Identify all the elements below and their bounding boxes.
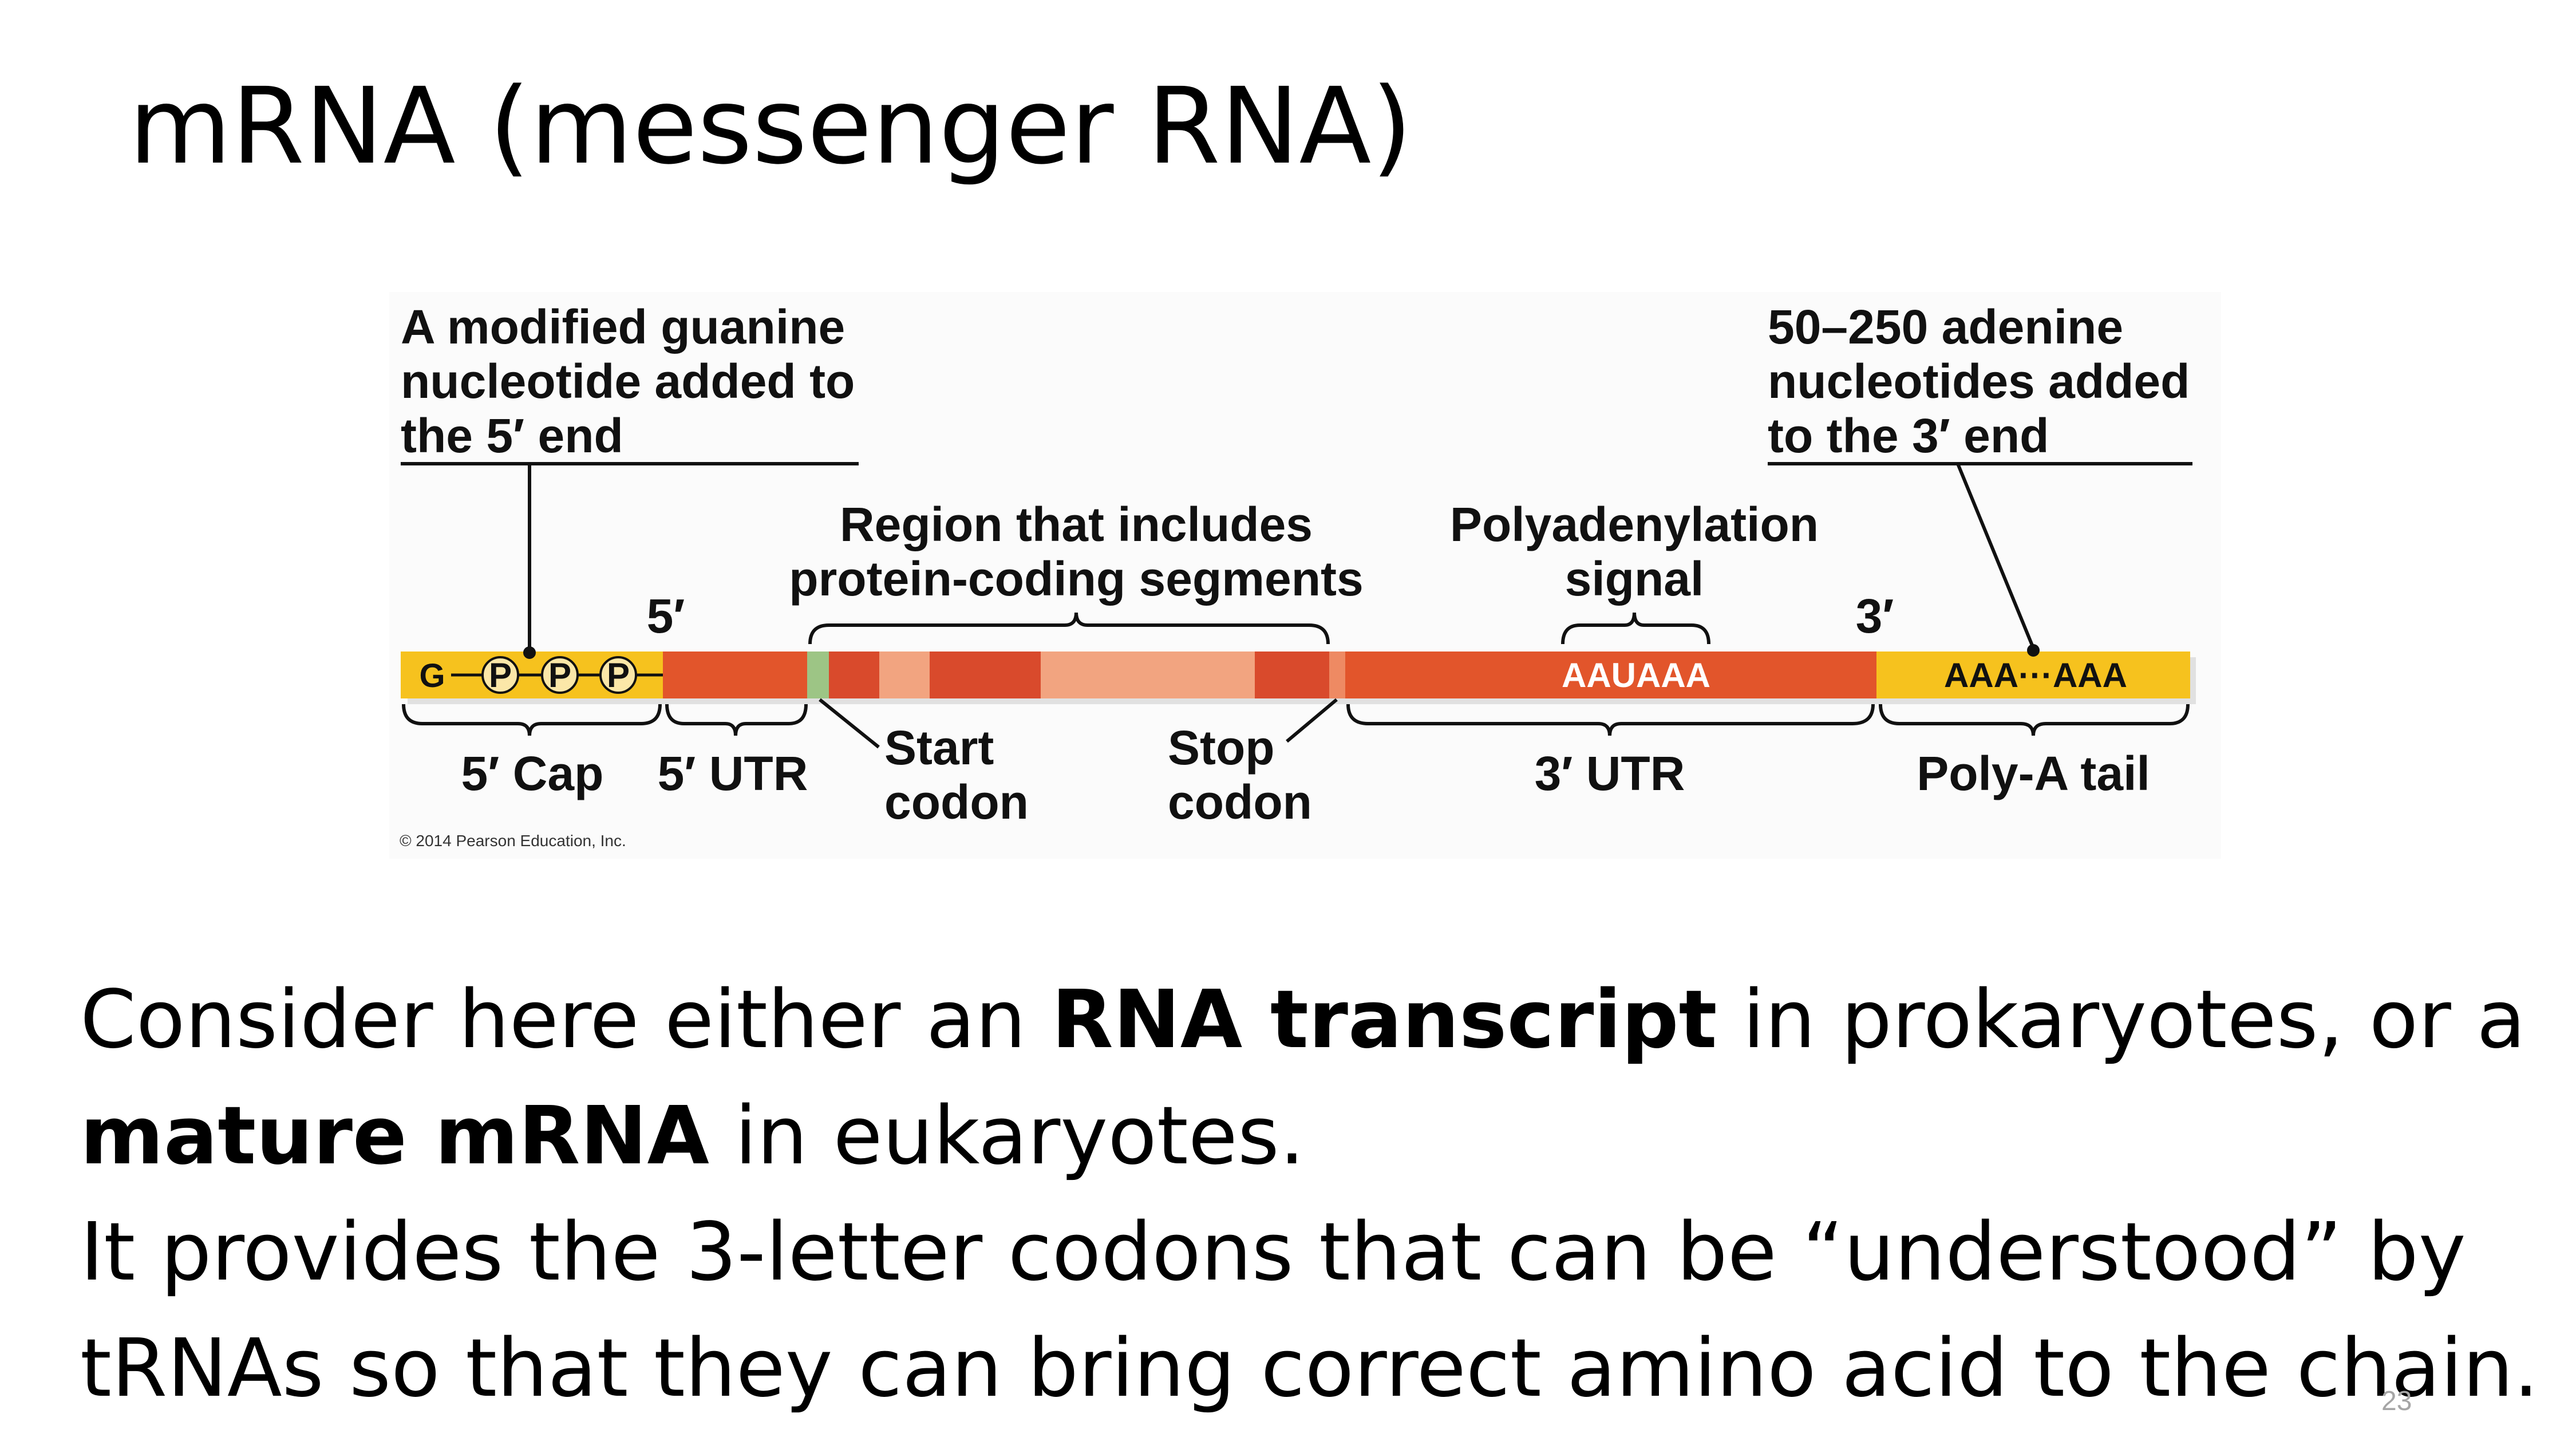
phosphate-1-icon bbox=[481, 656, 519, 694]
three-prime-label: 3′ bbox=[1856, 589, 1894, 643]
cap-annotation-line2: nucleotide added to bbox=[401, 354, 855, 408]
stop-codon-pointer bbox=[1286, 698, 1338, 743]
cap-brace bbox=[402, 704, 662, 736]
rna-transcript-term: RNA transcript bbox=[1051, 973, 1717, 1067]
polya-tail-brace bbox=[1879, 704, 2190, 736]
cap-annotation-line3: the 5′ end bbox=[401, 409, 623, 463]
bottom-braces bbox=[402, 704, 2190, 736]
tail-annotation: 50–250 adenine nucleotides added to the … bbox=[1768, 300, 2192, 649]
coding-region-label-line1: Region that includes bbox=[840, 498, 1313, 551]
mrna-bar bbox=[401, 652, 2196, 704]
tail-annotation-pointer bbox=[1956, 463, 2035, 649]
utr3-segment bbox=[1345, 652, 1876, 698]
utr5-brace bbox=[665, 704, 808, 736]
slide-title: mRNA (messenger RNA) bbox=[129, 65, 1413, 188]
mature-mrna-term: mature mRNA bbox=[80, 1089, 709, 1183]
cap-annotation-line1: A modified guanine bbox=[401, 300, 845, 354]
coding-region-brace bbox=[808, 612, 1330, 645]
body-line-1: Consider here either an RNA transcript i… bbox=[80, 962, 2530, 1078]
body-line-2-end: in eukaryotes. bbox=[709, 1089, 1305, 1183]
start-codon-segment bbox=[807, 652, 829, 698]
coding-segment-5 bbox=[1255, 652, 1329, 698]
body-text: Consider here either an RNA transcript i… bbox=[80, 962, 2539, 1427]
utr3-brace bbox=[1346, 704, 1875, 736]
phosphate-3-icon bbox=[599, 656, 637, 694]
coding-segment-2 bbox=[879, 652, 930, 698]
start-codon-pointer bbox=[819, 698, 880, 749]
stop-codon-segment bbox=[1329, 652, 1345, 698]
cap-annotation: A modified guanine nucleotide added to t… bbox=[401, 300, 859, 653]
coding-segment-4 bbox=[1041, 652, 1255, 698]
body-line-1-start: Consider here either an bbox=[80, 973, 1052, 1067]
coding-segment-3 bbox=[930, 652, 1041, 698]
polya-signal-label-line1: Polyadenylation bbox=[1450, 498, 1819, 551]
polya-tail-segment bbox=[1876, 652, 2190, 698]
polya-tail-label: Poly-A tail bbox=[1917, 747, 2150, 800]
phosphate-3-label: P bbox=[607, 656, 630, 694]
start-codon-label-line2: codon bbox=[884, 775, 1029, 829]
tail-annotation-line3: to the 3′ end bbox=[1768, 409, 2049, 463]
five-prime-label: 5′ bbox=[647, 589, 685, 643]
polya-tail-sequence: AAA···AAA bbox=[1944, 656, 2127, 694]
cap-label: 5′ Cap bbox=[461, 747, 604, 800]
tail-annotation-line2: nucleotides added bbox=[1768, 354, 2190, 408]
phosphate-2-icon bbox=[541, 656, 579, 694]
figure-background bbox=[389, 292, 2221, 859]
body-line-2: mature mRNA in eukaryotes. bbox=[80, 1078, 2530, 1194]
polya-signal-label-line2: signal bbox=[1565, 552, 1704, 606]
copyright-notice: © 2014 Pearson Education, Inc. bbox=[400, 832, 626, 850]
tail-pointer-dot bbox=[2027, 644, 2040, 657]
polya-signal-annotation: Polyadenylation signal bbox=[1450, 498, 1819, 645]
slide-number: 23 bbox=[2381, 1386, 2412, 1416]
body-line-1-end: in prokaryotes, or a bbox=[1717, 973, 2526, 1067]
body-line-3: It provides the 3-letter codons that can… bbox=[80, 1206, 2466, 1299]
coding-segment-1 bbox=[829, 652, 879, 698]
guanine-label: G bbox=[419, 657, 445, 694]
start-codon-label-line1: Start bbox=[884, 721, 994, 775]
polya-signal-sequence: AAUAAA bbox=[1562, 656, 1710, 694]
phosphate-1-label: P bbox=[489, 656, 512, 694]
utr5-segment bbox=[663, 652, 807, 698]
five-prime-cap: G P P P bbox=[419, 646, 663, 694]
coding-region-label-line2: protein-coding segments bbox=[789, 552, 1363, 606]
utr3-label: 3′ UTR bbox=[1535, 747, 1685, 800]
polya-signal-brace bbox=[1561, 612, 1710, 645]
phosphate-2-label: P bbox=[548, 656, 571, 694]
utr5-label: 5′ UTR bbox=[658, 747, 808, 800]
cap-pointer-dot bbox=[523, 646, 536, 659]
body-line-4: tRNAs so that they can bring correct ami… bbox=[80, 1322, 2539, 1415]
tail-annotation-line1: 50–250 adenine bbox=[1768, 300, 2123, 354]
stop-codon-label-line1: Stop bbox=[1168, 721, 1275, 775]
stop-codon-label-line2: codon bbox=[1168, 775, 1312, 829]
coding-region-annotation: Region that includes protein-coding segm… bbox=[789, 498, 1364, 645]
